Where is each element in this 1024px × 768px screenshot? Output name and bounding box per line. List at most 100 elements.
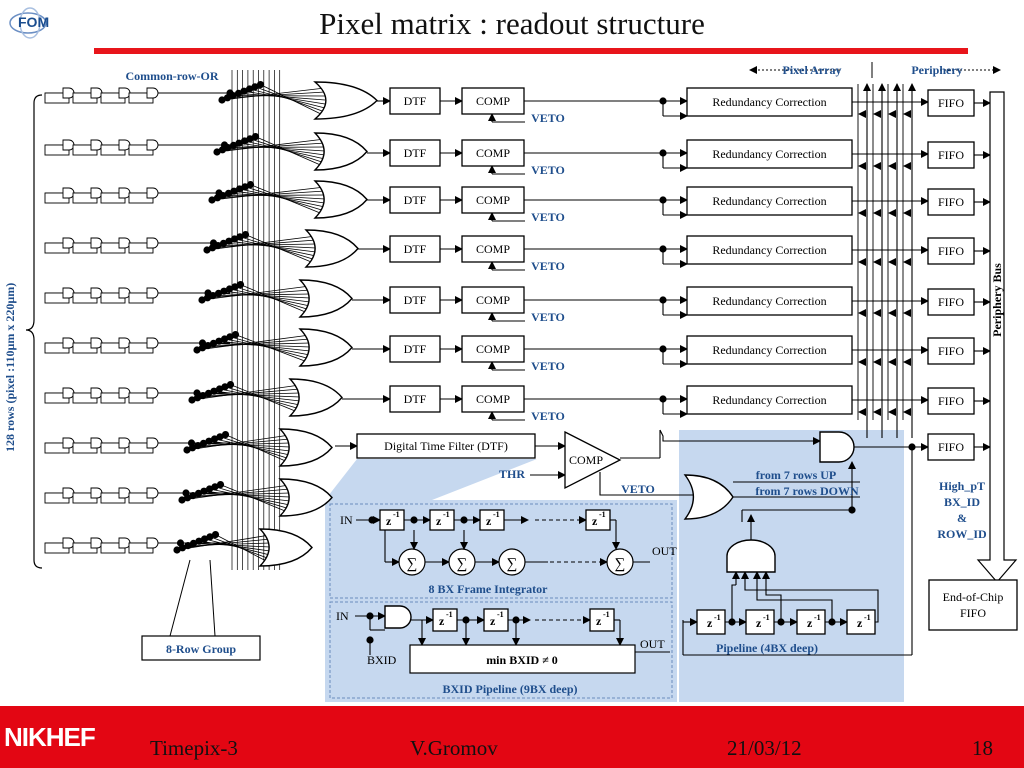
fan-in-dot	[178, 544, 187, 552]
fan-in-dot	[230, 187, 238, 195]
arrow-head	[903, 358, 911, 366]
fan-in-dot	[216, 433, 224, 441]
redundancy-block-label: Redundancy Correction	[712, 95, 826, 109]
veto-label: VETO	[531, 111, 565, 125]
pixel-buffer	[146, 139, 159, 151]
dtf-block-label: DTF	[404, 293, 427, 307]
periphery-label: Periphery	[911, 63, 962, 77]
fifo-block	[927, 237, 975, 265]
sigma-label: ∑	[615, 556, 626, 572]
wire	[599, 472, 695, 496]
veto-dot	[848, 506, 856, 514]
fan-in-dot	[218, 146, 227, 154]
fifo-block-label: FIFO	[938, 344, 964, 358]
fan-in-dot	[173, 546, 181, 554]
from-up-label: from 7 rows UP	[756, 468, 837, 482]
pixel-buffer	[90, 337, 103, 349]
pipeline-panel	[679, 430, 904, 702]
dtf-block	[389, 286, 441, 314]
pixel-buffer	[146, 237, 159, 249]
arrow-head	[873, 408, 881, 416]
z-label: z	[807, 616, 813, 630]
comp-block	[461, 87, 525, 115]
comp-block-label: COMP	[476, 94, 510, 108]
comp-block-label: COMP	[476, 242, 510, 256]
comp-block-label: COMP	[476, 193, 510, 207]
arrow-head	[903, 110, 911, 118]
fan-in-dot	[226, 333, 234, 341]
fan-in-wire	[227, 91, 326, 99]
arrow-head	[903, 309, 911, 317]
redundancy-block	[686, 286, 853, 316]
arrow-head	[858, 309, 866, 317]
z-exp-label: -1	[603, 610, 610, 619]
pixel-buffer	[146, 287, 159, 299]
fan-in-wire	[215, 534, 271, 564]
fifo-trigger	[927, 433, 975, 461]
redundancy-block	[686, 335, 853, 365]
dtf-block	[389, 139, 441, 167]
nikhef-logo: NIKHEF	[4, 722, 96, 752]
footer-author: V.Gromov	[410, 736, 498, 760]
or-gate	[313, 180, 368, 219]
pixel-buffer	[118, 437, 131, 449]
fan-in-dot	[209, 339, 218, 347]
or-gate-veto	[683, 474, 734, 520]
wire	[659, 429, 821, 445]
high-pt-label: &	[957, 511, 967, 525]
arrow-head	[888, 110, 896, 118]
fan-in-dot	[211, 531, 220, 539]
fan-in-dot	[204, 342, 212, 350]
fan-in-wire	[182, 538, 271, 549]
fan-in-dot	[183, 446, 191, 454]
fan-in-dot	[231, 331, 240, 339]
bxid-dot	[462, 616, 470, 624]
pixel-buffer	[90, 187, 103, 199]
arrow-head	[858, 209, 866, 217]
z-int-block	[379, 509, 405, 531]
title-underline	[94, 48, 968, 54]
fifo-block-label: FIFO	[938, 244, 964, 258]
fan-in-wire	[191, 384, 301, 401]
fan-in-dot	[194, 489, 203, 497]
redundancy-block	[686, 385, 853, 415]
bxid-dot	[366, 612, 374, 620]
out-label: OUT	[640, 637, 665, 651]
z-label: z	[596, 614, 602, 628]
bxid-label: BXID	[367, 653, 397, 667]
fan-in-dot	[214, 289, 223, 297]
fan-in-dot	[204, 389, 213, 397]
pixel-buffer	[62, 87, 75, 99]
fan-in-wire	[202, 338, 311, 349]
comp-block-label: COMP	[476, 293, 510, 307]
pixel-buffer	[118, 187, 131, 199]
sum-node	[448, 548, 476, 576]
arrow-head	[888, 309, 896, 317]
pixel-buffer	[146, 387, 159, 399]
or-gate	[278, 478, 333, 517]
fan-in-wire	[255, 136, 326, 168]
from-down-label: from 7 rows DOWN	[755, 484, 859, 498]
fan-in-wire	[250, 184, 326, 216]
z-bxid-block	[483, 608, 509, 632]
in-label: IN	[340, 513, 353, 527]
fom-logo	[8, 6, 52, 40]
fan-in-dot	[246, 181, 255, 189]
z-exp-label: -1	[446, 610, 453, 619]
z-label: z	[857, 616, 863, 630]
fan-in-wire	[197, 388, 301, 399]
z-label: z	[707, 616, 713, 630]
sigma-label: ∑	[407, 556, 418, 572]
dtf-block	[389, 335, 441, 363]
fan-in-dot	[213, 148, 221, 156]
or-gate	[313, 81, 378, 120]
digital-time-filter	[356, 433, 536, 459]
fan-in-dot	[206, 533, 214, 541]
chain-dot	[659, 345, 667, 353]
redundancy-block	[686, 87, 853, 117]
z-exp-label: -1	[763, 613, 770, 622]
fan-in-dot	[251, 133, 260, 141]
arrow-head	[873, 309, 881, 317]
fan-in-dot	[235, 139, 243, 147]
